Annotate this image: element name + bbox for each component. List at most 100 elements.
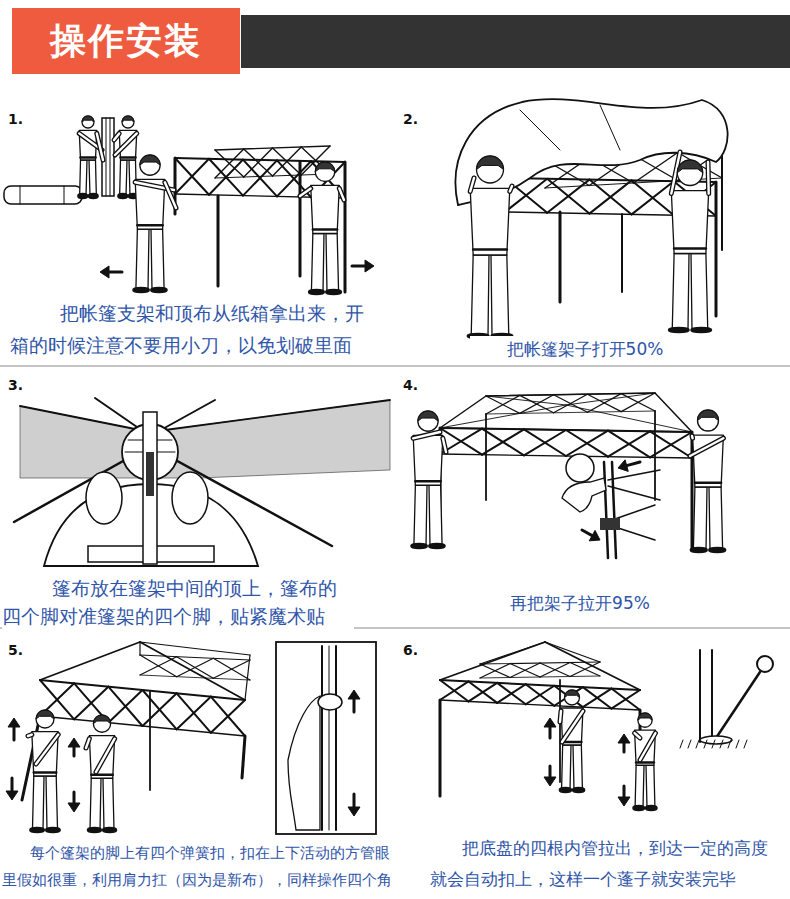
line-art	[510, 663, 540, 678]
leg	[573, 745, 582, 790]
line-art	[623, 743, 626, 752]
line-art	[440, 428, 482, 455]
ellipse-shape	[429, 544, 445, 549]
leg	[635, 765, 644, 808]
line-art	[480, 664, 510, 678]
line-art	[96, 739, 115, 772]
line-art	[96, 739, 115, 772]
ellipse-shape	[633, 806, 644, 811]
leg	[151, 229, 164, 290]
leg	[562, 745, 571, 790]
line-art	[570, 662, 600, 677]
line-art	[300, 188, 311, 196]
ellipse-shape	[103, 828, 117, 833]
ellipse-shape	[326, 290, 342, 295]
spring-button	[600, 518, 620, 530]
ellipse-shape	[46, 828, 61, 833]
step-number: 6.	[403, 641, 443, 659]
line-art	[549, 727, 552, 738]
line-art	[560, 711, 561, 722]
line-art	[650, 431, 692, 458]
line-art	[640, 733, 655, 760]
circle-shape	[565, 690, 580, 705]
line-art	[353, 794, 356, 807]
leg	[471, 255, 489, 336]
hair	[140, 155, 160, 165]
line-art	[510, 664, 540, 678]
ellipse-shape	[118, 194, 128, 199]
line-art	[486, 395, 520, 414]
line-art	[497, 683, 526, 704]
line-art	[691, 436, 694, 438]
line-art	[299, 162, 302, 276]
line-art	[440, 680, 469, 701]
line-art	[540, 663, 570, 678]
line-art	[175, 159, 209, 194]
line-art	[640, 733, 655, 760]
line-art	[690, 438, 723, 456]
line-art	[73, 747, 76, 756]
line-art	[707, 162, 710, 194]
line-art	[505, 179, 547, 212]
leg	[709, 487, 723, 550]
caption-text: 篷布放在篷架中间的顶上，篷布的四个脚对准篷架的四个脚，贴紧魔术贴	[2, 574, 354, 630]
panel-4-art	[411, 393, 726, 558]
leg	[672, 254, 689, 331]
panel-3-art	[14, 398, 390, 566]
line-art	[469, 681, 498, 702]
torso	[311, 185, 340, 233]
line-art	[486, 393, 655, 396]
circle-shape	[677, 160, 703, 186]
line-art	[121, 156, 136, 159]
line-art	[469, 683, 498, 702]
ellipse-shape	[573, 788, 585, 793]
line-art	[632, 181, 674, 214]
canopy-underside	[20, 400, 390, 478]
title-text: 操作安装	[50, 17, 202, 66]
line-art	[608, 486, 660, 500]
line-art	[244, 149, 273, 176]
line-art	[36, 735, 58, 764]
line-art	[34, 771, 56, 774]
line-art	[20, 186, 21, 204]
line-art	[97, 133, 103, 160]
line-art	[720, 740, 723, 748]
line-art	[140, 655, 250, 660]
line-art	[704, 740, 707, 748]
line-art	[736, 740, 739, 748]
circle-shape	[477, 156, 504, 183]
line-art	[215, 149, 244, 178]
line-art	[273, 147, 302, 176]
line-art	[115, 133, 137, 155]
line-art	[526, 686, 555, 705]
leg	[80, 160, 87, 196]
line-art	[566, 431, 608, 456]
line-art	[108, 690, 142, 723]
circle-shape	[566, 454, 594, 482]
line-art	[28, 735, 32, 736]
line-art	[244, 148, 273, 177]
step-number: 1.	[8, 110, 48, 128]
ellipse-shape	[133, 288, 149, 293]
line-art	[706, 162, 712, 194]
line-art	[559, 212, 562, 302]
line-art	[612, 462, 616, 558]
line-art	[635, 733, 640, 738]
line-art	[470, 178, 474, 191]
line-art	[587, 394, 621, 411]
line-art	[728, 740, 731, 748]
line-art	[139, 642, 140, 655]
line-art	[13, 727, 16, 740]
line-art	[64, 186, 65, 204]
step-number: 2.	[403, 110, 443, 128]
line-art	[143, 693, 177, 726]
line-art	[497, 684, 526, 703]
circle-shape	[140, 155, 160, 175]
line-art	[570, 663, 600, 677]
arrow-head	[618, 460, 628, 472]
line-art	[635, 733, 640, 738]
line-art	[621, 393, 655, 412]
panel-1-art	[4, 116, 374, 295]
line-art	[545, 642, 600, 662]
